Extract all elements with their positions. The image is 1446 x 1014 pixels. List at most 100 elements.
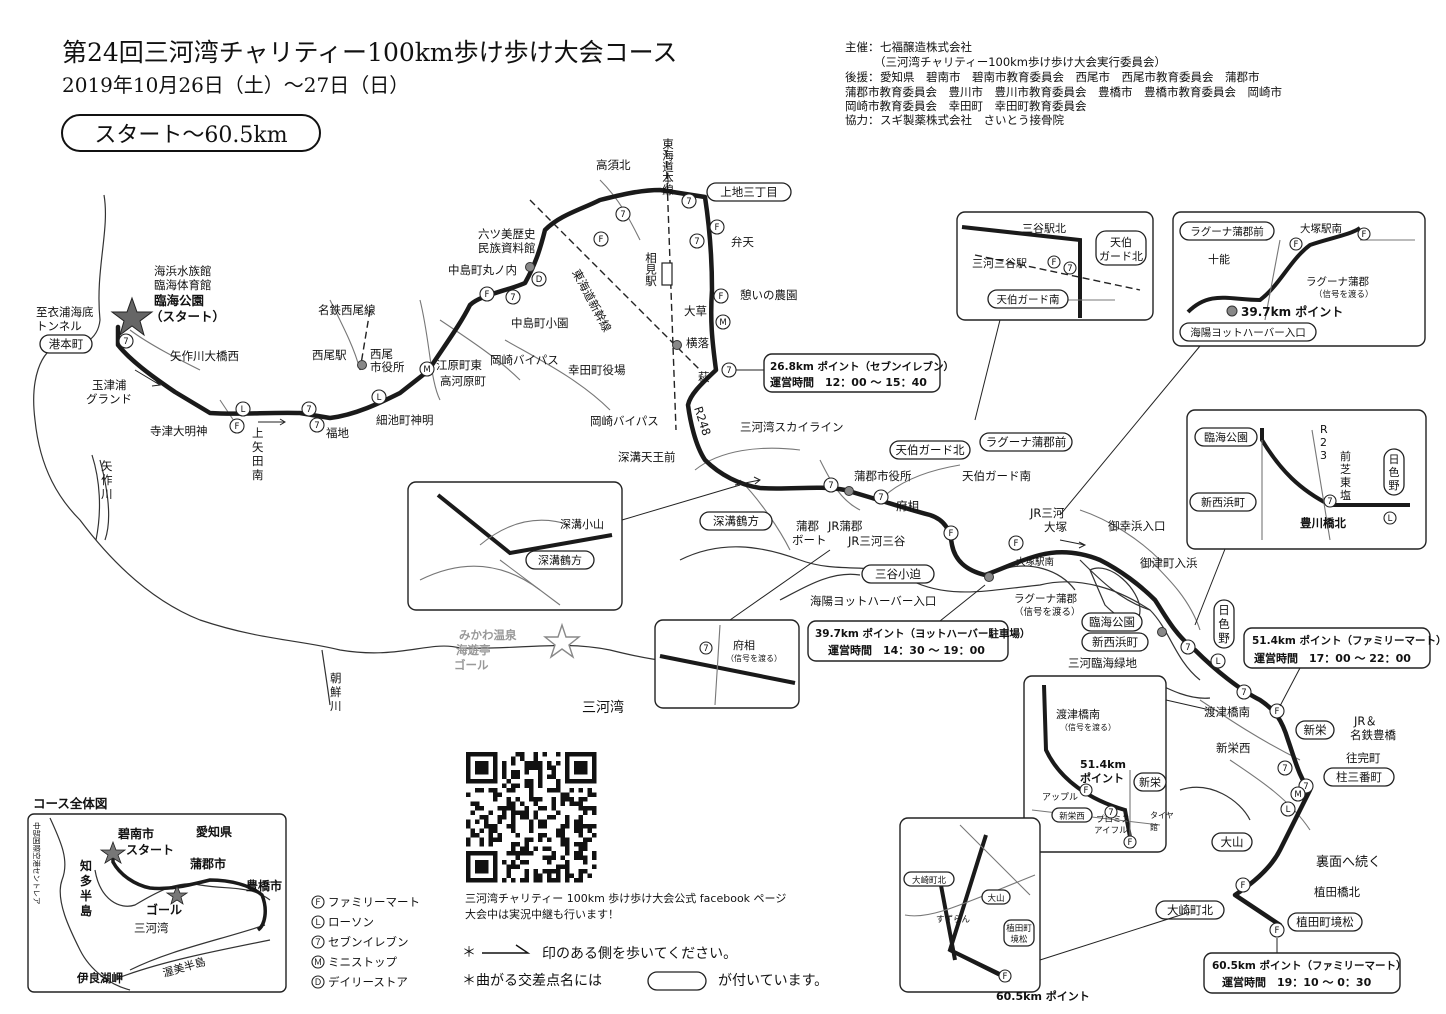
pill-miya-kohasama: 三谷小迫: [861, 564, 935, 584]
inset-pill-hiirono: 日 色 野: [1383, 448, 1405, 496]
label-mitsu-irihama: 御津町入浜: [1140, 556, 1198, 570]
label-gamagori-boat: 蒲郡: [796, 519, 819, 533]
label-start-park: 臨海公園: [154, 293, 204, 308]
label-nishio-sta: 西尾駅: [312, 348, 347, 362]
label-otsuka-sta: 大塚駅南: [1016, 556, 1054, 568]
inset-pill-shinei: 新栄: [1133, 772, 1167, 792]
inset-tire-2: 館: [1150, 822, 1158, 832]
familymart-icon: F: [713, 288, 729, 304]
label-jr-mikawaotsuka: JR三河: [1029, 506, 1065, 520]
svg-text:D: D: [536, 275, 543, 285]
svg-text:F: F: [1003, 972, 1008, 982]
familymart-icon: F: [1079, 783, 1093, 797]
overview-chita-3: 半: [80, 888, 92, 903]
label-ueda-n: 植田橋北: [1314, 885, 1360, 899]
course-route: [115, 187, 1313, 928]
svg-text:F: F: [719, 292, 724, 302]
label-kamiyada-3: 田: [252, 454, 264, 468]
inset-yacht: 海陽ヨットハーバー入口: [1190, 326, 1305, 339]
inset-promise-2: アイフル: [1094, 826, 1128, 836]
inset-hiirono-2: 色: [1389, 465, 1400, 479]
support-label: 後援：: [845, 70, 880, 84]
svg-text:L: L: [1216, 657, 1221, 667]
seven-eleven-icon: 7: [1104, 805, 1118, 819]
seven-eleven-icon: 7: [615, 206, 631, 222]
svg-text:7: 7: [314, 421, 319, 431]
inset-r23-1: R: [1320, 423, 1328, 436]
svg-text:7: 7: [686, 197, 691, 207]
label-takagawara: 高河原町: [440, 374, 486, 388]
qr-code-icon[interactable]: [464, 750, 599, 885]
familymart-icon: F: [1269, 703, 1285, 719]
label-fukozu-tsurukata: 深溝鶴方: [713, 514, 759, 528]
legend-lawson: Ｌ ローソン: [311, 915, 374, 929]
inset-fukozu-tsurukata: 深溝鶴方: [538, 553, 582, 567]
note-2-text: が付いています。: [718, 973, 828, 989]
label-okusa: 大草: [684, 304, 707, 318]
label-mutsumi-2: 民族資料館: [478, 241, 536, 255]
inset-tenpaku-s: 天伯ガード南: [997, 293, 1060, 306]
inset-miya: 三谷駅北 三河三谷駅 天伯 ガード北 天伯ガード南 F 7: [956, 211, 1154, 421]
inset-pill-ueda: 植田町 境松: [1003, 919, 1035, 947]
lawson-icon: Ｌ: [314, 918, 323, 928]
callout-39-7: 39.7km ポイント（ヨットハーバー駐車場） 運営時間 14：30 ～ 19：…: [807, 584, 1030, 662]
familymart-icon: F: [479, 286, 495, 302]
inset-fukozu-koyama: 深溝小山: [560, 518, 604, 531]
svg-text:F: F: [1052, 258, 1057, 268]
svg-text:F: F: [715, 223, 720, 233]
label-okazaki-bypass-2: 岡崎バイパス: [590, 414, 659, 428]
svg-text:L: L: [377, 393, 382, 403]
seven-eleven-icon: 7: [1277, 760, 1293, 776]
svg-text:F: F: [1362, 230, 1367, 240]
ministop-icon: M: [419, 361, 435, 377]
pill-oyama: 大山: [1211, 832, 1253, 852]
ministop-icon: Ｍ: [314, 958, 323, 968]
label-kamiji: 上地三丁目: [720, 185, 778, 199]
host-1: 七福醸造株式会社: [880, 40, 972, 54]
svg-text:7: 7: [726, 366, 731, 376]
svg-text:L: L: [1388, 514, 1393, 524]
inset-pill-oyama: 大山: [981, 889, 1011, 905]
svg-text:7: 7: [123, 337, 128, 347]
overview-toyohashi: 豊橋市: [246, 878, 282, 893]
inset-p51-4-2: ポイント: [1080, 771, 1124, 785]
inset-tire: タイヤ: [1150, 811, 1174, 820]
inset-pill-shinei-w: 新栄西: [1051, 807, 1093, 823]
overview-gamagori: 蒲郡市: [190, 856, 226, 871]
route-line: [115, 187, 1313, 928]
seven-eleven-icon: 7: [301, 401, 317, 417]
svg-text:F: F: [1275, 926, 1280, 936]
svg-text:F: F: [1128, 838, 1133, 848]
start-star-icon: [110, 296, 154, 337]
seven-eleven-icon: 7: [309, 417, 325, 433]
note-1-text: 印のある側を歩いてください。: [542, 946, 737, 962]
section-badge: スタート～60.5km: [61, 114, 321, 152]
inset-ueda-1: 植田町: [1006, 923, 1032, 934]
legend-dailystore-label: デイリーストア: [328, 975, 408, 989]
lawson-icon: L: [1210, 653, 1226, 669]
label-mikawa-rinkai: 三河臨海緑地: [1068, 656, 1137, 670]
label-meitetsu-nishio: 名鉄西尾線: [318, 303, 376, 317]
svg-text:F: F: [1275, 707, 1280, 717]
legend-lawson-label: ローソン: [328, 915, 374, 929]
overview-chita-2: 多: [80, 873, 92, 888]
seven-eleven-icon: 7: [1323, 494, 1337, 508]
label-goal-3: ゴール: [454, 658, 489, 672]
overview-chita-4: 島: [80, 903, 92, 918]
overview-start: スタート: [126, 843, 174, 857]
seven-eleven-icon: 7: [118, 333, 134, 349]
inset-ueda-2: 境松: [1010, 934, 1028, 945]
inset-shinnishihama: 新西浜町: [1201, 495, 1245, 509]
label-aimi: 相見駅: [644, 252, 658, 287]
support-1: 愛知県 碧南市 碧南市教育委員会 西尾市 西尾市教育委員会 蒲郡市: [880, 70, 1260, 84]
overview-bay: 三河湾: [134, 921, 169, 935]
inset-juno: 十能: [1208, 252, 1230, 266]
facebook-line-1: 三河湾チャリティー 100km 歩け歩け大会公式 facebook ページ: [465, 891, 786, 905]
familymart-icon: F: [1357, 227, 1371, 241]
familymart-icon: F: [1235, 877, 1251, 893]
label-fukuchi: 福地: [326, 426, 349, 440]
overview-irago: 伊良湖岬: [76, 971, 123, 985]
inset-maeshiba-1: 前: [1340, 449, 1351, 463]
callout-51-4-time: 運営時間 17：00 ～ 22：00: [1254, 651, 1411, 665]
